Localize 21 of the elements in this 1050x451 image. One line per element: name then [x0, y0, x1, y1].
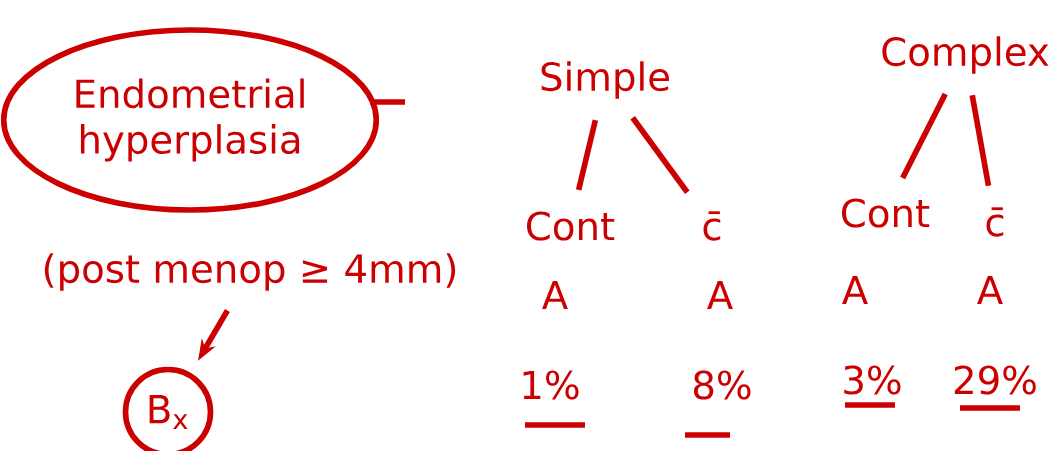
- handwritten-text: (post menop ≥ 4mm): [44, 253, 456, 291]
- handwritten-text: c̄: [986, 207, 1004, 237]
- circled-text: B$_{x}$: [122, 366, 214, 451]
- branch-line: [969, 94, 992, 187]
- handwritten-text: Simple: [541, 61, 669, 99]
- branch-line: [575, 119, 599, 191]
- handwritten-text: Cont: [527, 211, 615, 241]
- ellipse-node: Endometrial hyperplasia: [0, 27, 380, 213]
- handwritten-text: 8%: [694, 370, 751, 400]
- handwritten-text: c̄: [703, 211, 721, 241]
- handwritten-text: Complex: [882, 36, 1049, 74]
- handwritten-text: A: [842, 275, 868, 305]
- handwritten-text: Cont: [842, 198, 930, 228]
- handwritten-text: 1%: [523, 370, 579, 400]
- branch-line: [630, 116, 690, 194]
- handwritten-text: A: [977, 275, 1003, 305]
- handwritten-text: 3%: [844, 365, 901, 395]
- branch-line: [900, 92, 948, 180]
- handwritten-text: 29%: [954, 365, 1036, 395]
- handwritten-text: A: [542, 280, 568, 310]
- handwritten-text: A: [707, 280, 733, 310]
